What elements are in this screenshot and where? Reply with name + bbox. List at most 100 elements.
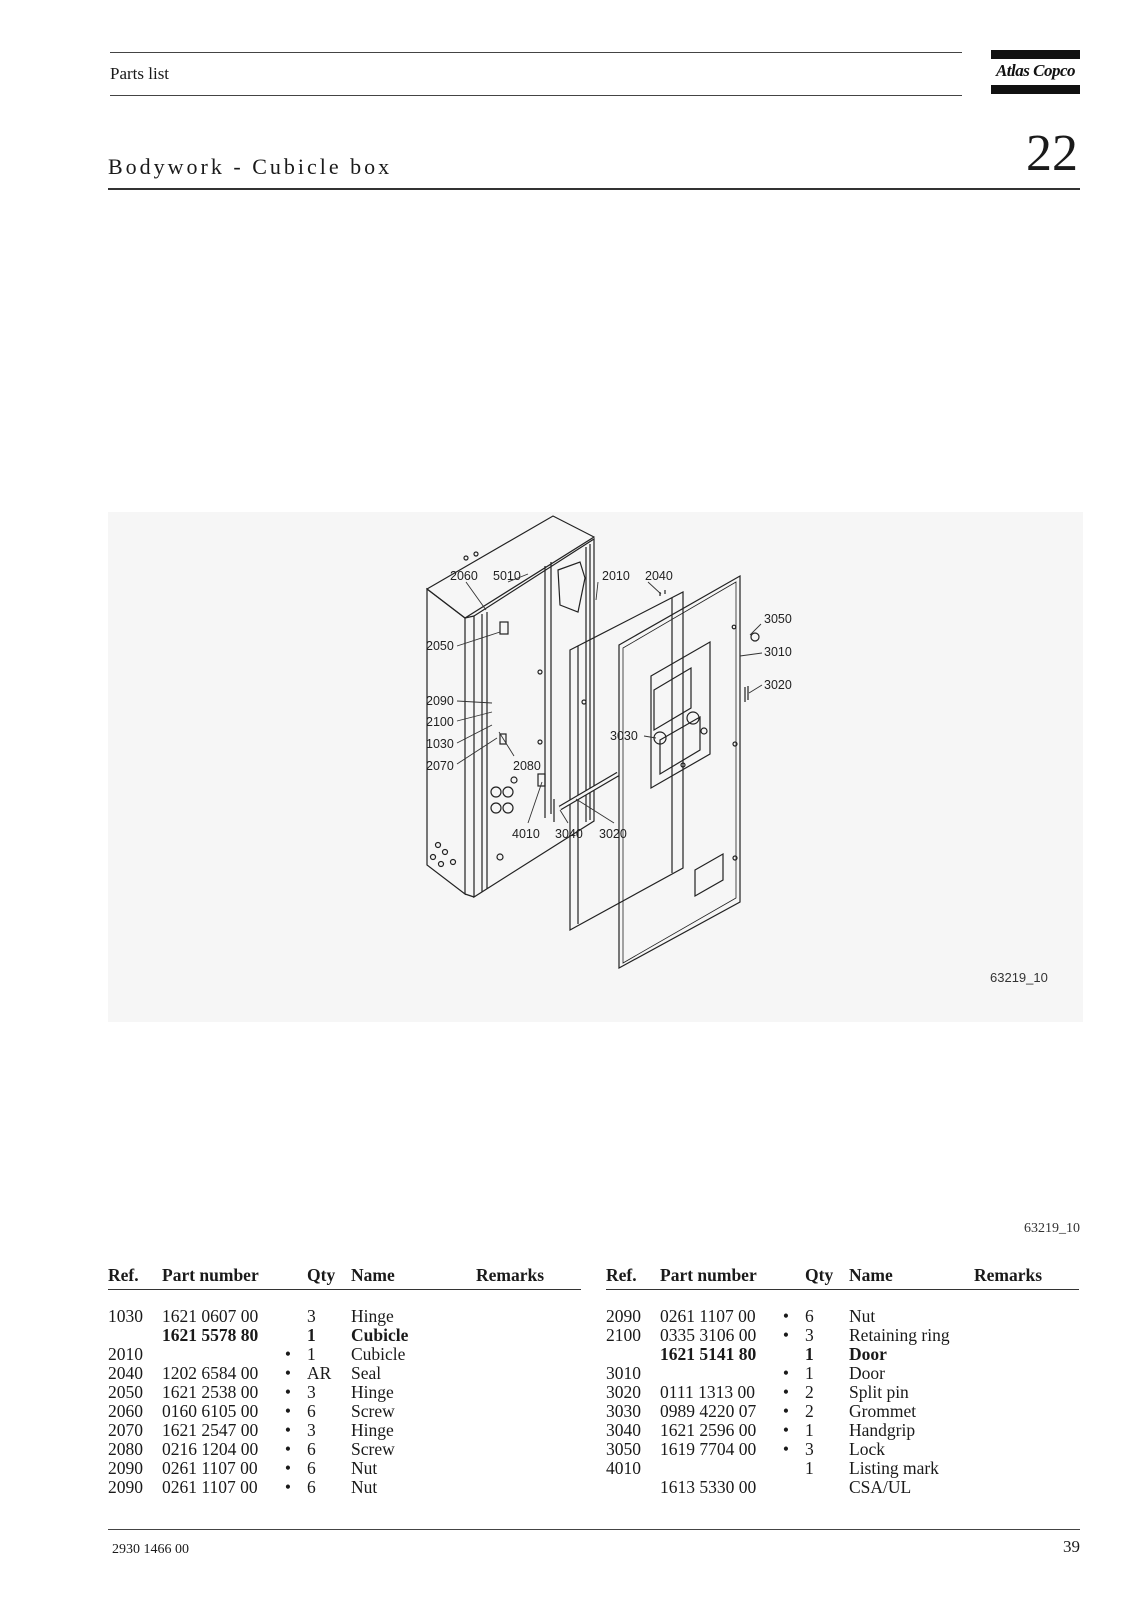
cubicle-top-face (425, 515, 596, 619)
cell-remarks (974, 1402, 1079, 1421)
part-number-text: 1202 6584 00 (162, 1363, 259, 1383)
part-number-text: 0111 1313 00 (660, 1382, 755, 1402)
cell-remarks (476, 1440, 581, 1459)
section-rule (108, 188, 1080, 190)
cell-ref: 1030 (108, 1306, 143, 1326)
callout-3050: 3050 (764, 612, 792, 626)
callout-4010: 4010 (512, 827, 540, 841)
cell-ref: 3020 (606, 1382, 641, 1402)
cell-ref: 2090 (108, 1458, 143, 1478)
atlas-copco-logo: Atlas Copco (991, 50, 1080, 94)
part-number-text: 1621 5141 80 (660, 1344, 757, 1364)
callout-2050: 2050 (426, 639, 454, 653)
cell-ref: 3050 (606, 1439, 641, 1459)
cell-name: Nut (849, 1306, 876, 1326)
parts-table-right: Ref. Part number Qty Name Remarks 2090 02… (606, 1266, 1079, 1497)
interchange-dot: • (284, 1420, 291, 1440)
cell-remarks (974, 1440, 1079, 1459)
col-header-part-number: Part number (660, 1266, 805, 1290)
interchange-dot: • (284, 1477, 291, 1497)
part-number-text: 0261 1107 00 (660, 1306, 756, 1326)
part-number-text: 1621 2538 00 (162, 1382, 259, 1402)
callout-2070: 2070 (426, 759, 454, 773)
cell-name: Nut (351, 1477, 378, 1497)
callout-2080: 2080 (513, 759, 541, 773)
cell-ref: 2050 (108, 1382, 143, 1402)
section-title: Bodywork - Cubicle box (108, 154, 393, 179)
col-header-ref: Ref. (108, 1266, 162, 1290)
cell-remarks (974, 1364, 1079, 1383)
cell-name: CSA/UL (849, 1477, 912, 1497)
part-number-text: 0261 1107 00 (162, 1458, 258, 1478)
col-header-qty: Qty (805, 1266, 849, 1290)
cell-part-number: 1621 5141 80 (660, 1345, 805, 1364)
cell-part-number: 0111 1313 00• (660, 1383, 805, 1402)
cell-name: Nut (351, 1458, 378, 1478)
cell-qty (805, 1478, 849, 1497)
figure-reference-code: 63219_10 (1024, 1221, 1080, 1236)
col-header-part-number: Part number (162, 1266, 307, 1290)
cell-qty: 1 (307, 1325, 316, 1345)
table-header-row: Ref. Part number Qty Name Remarks (606, 1266, 1079, 1290)
callout-2060: 2060 (450, 569, 478, 583)
cell-name: Retaining ring (849, 1325, 950, 1345)
cell-remarks (476, 1345, 581, 1364)
cell-ref: 2070 (108, 1420, 143, 1440)
part-number-text: 0335 3106 00 (660, 1325, 757, 1345)
col-header-remarks: Remarks (974, 1266, 1079, 1290)
door-panel (618, 574, 741, 970)
interchange-dot: • (284, 1401, 291, 1421)
callout-3030: 3030 (610, 729, 638, 743)
col-header-name: Name (849, 1266, 974, 1290)
interchange-dot: • (284, 1458, 291, 1478)
cell-ref: 3010 (606, 1363, 641, 1383)
cell-remarks (974, 1421, 1079, 1440)
cell-ref: 2090 (606, 1306, 641, 1326)
cell-qty: 6 (307, 1458, 316, 1478)
cell-qty: 3 (805, 1325, 814, 1345)
cell-ref: 3040 (606, 1420, 641, 1440)
cell-qty: 3 (307, 1420, 316, 1440)
cell-remarks (476, 1364, 581, 1383)
cell-part-number: 1613 5330 00 (660, 1478, 805, 1497)
cell-name: Hinge (351, 1306, 394, 1326)
cell-qty: 3 (307, 1382, 316, 1402)
callout-2100: 2100 (426, 715, 454, 729)
cell-name: Cubicle (351, 1325, 409, 1345)
cell-remarks (476, 1478, 581, 1497)
cell-qty: AR (307, 1363, 332, 1383)
cell-ref: 2040 (108, 1363, 143, 1383)
cell-part-number: • (162, 1345, 307, 1364)
callout-5010: 5010 (493, 569, 521, 583)
table-row: 1613 5330 00 CSA/UL (606, 1478, 1079, 1497)
cell-qty: 3 (307, 1306, 316, 1326)
cell-name: Cubicle (351, 1344, 406, 1364)
footer-document-number: 2930 1466 00 (112, 1542, 189, 1557)
table-spacer-row (606, 1290, 1079, 1308)
cell-remarks (974, 1478, 1079, 1497)
cell-part-number: • (660, 1364, 805, 1383)
cell-part-number: 1202 6584 00• (162, 1364, 307, 1383)
table-spacer-row (108, 1290, 581, 1308)
cell-ref (606, 1345, 660, 1364)
cell-ref (606, 1478, 660, 1497)
cell-qty: 1 (805, 1363, 814, 1383)
cell-name: Handgrip (849, 1420, 916, 1440)
cell-ref: 2060 (108, 1401, 143, 1421)
part-number-text: 1613 5330 00 (660, 1477, 757, 1497)
cell-part-number: 1621 2538 00• (162, 1383, 307, 1402)
cell-remarks (476, 1421, 581, 1440)
interchange-dot: • (284, 1439, 291, 1459)
header-label: Parts list (110, 64, 170, 83)
interchange-dot: • (782, 1401, 789, 1421)
cell-qty: 1 (805, 1344, 814, 1364)
cell-qty: 1 (805, 1458, 814, 1478)
cell-part-number: 1621 0607 00 (162, 1307, 307, 1326)
